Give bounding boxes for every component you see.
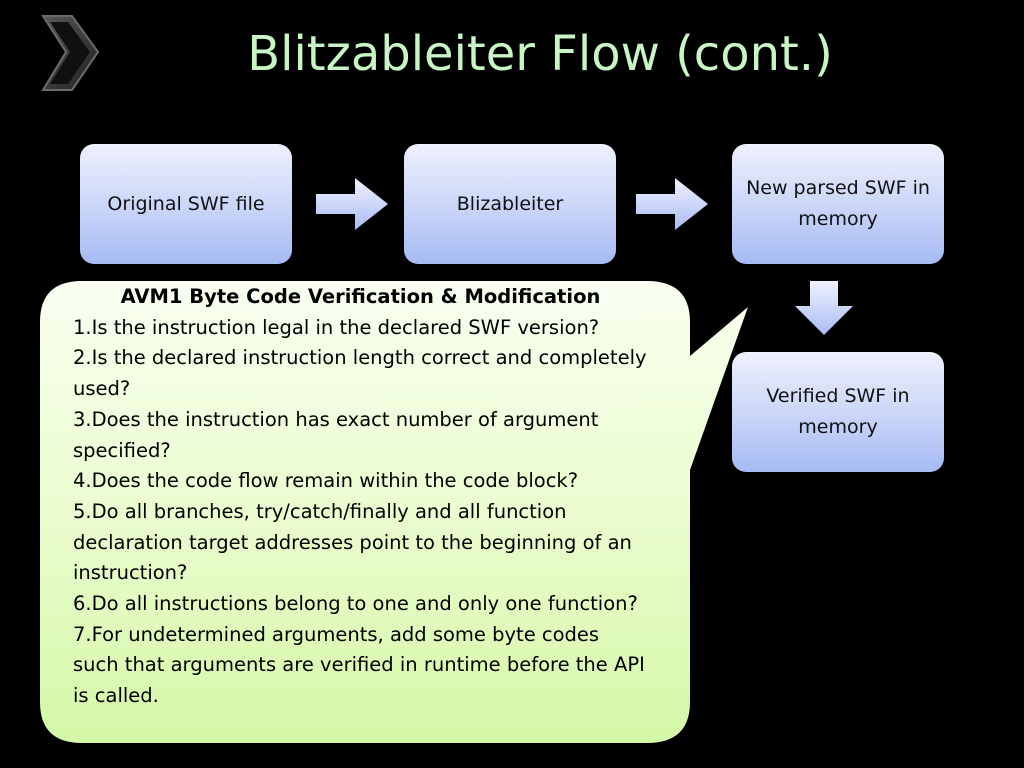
callout-item-2: 2.Is the declared instruction length cor… — [73, 346, 647, 401]
original-swf-label: Original SWF file — [107, 192, 265, 215]
arrow-right-1 — [316, 178, 388, 230]
parsed-swf-label: New parsed SWF in memory — [746, 177, 930, 230]
original-swf-box: Original SWF file — [80, 144, 292, 264]
arrow-right-2 — [636, 178, 708, 230]
callout-item-1: 1.Is the instruction legal in the declar… — [73, 315, 600, 339]
parsed-swf-box: New parsed SWF in memory — [732, 144, 944, 264]
blizableiter-label: Blizableiter — [456, 192, 564, 215]
callout-item-4: 4.Does the code flow remain within the c… — [73, 469, 579, 493]
callout-item-7: 7.For undetermined arguments, add some b… — [73, 622, 645, 708]
callout-item-3: 3.Does the instruction has exact number … — [73, 407, 599, 462]
callout-text: AVM1 Byte Code Verification & Modificati… — [73, 282, 648, 712]
callout-bubble — [40, 281, 748, 743]
arrow-down — [795, 281, 853, 335]
verified-swf-box: Verified SWF in memory — [732, 352, 944, 472]
callout-item-5: 5.Do all branches, try/catch/finally and… — [73, 499, 632, 585]
callout-heading: AVM1 Byte Code Verification & Modificati… — [120, 285, 601, 308]
verified-swf-label: Verified SWF in memory — [766, 385, 910, 438]
chevron-right-icon — [41, 15, 100, 91]
callout-item-6: 6.Do all instructions belong to one and … — [73, 592, 638, 616]
slide-title: Blitzableiter Flow (cont.) — [247, 26, 833, 82]
blizableiter-box: Blizableiter — [404, 144, 616, 264]
